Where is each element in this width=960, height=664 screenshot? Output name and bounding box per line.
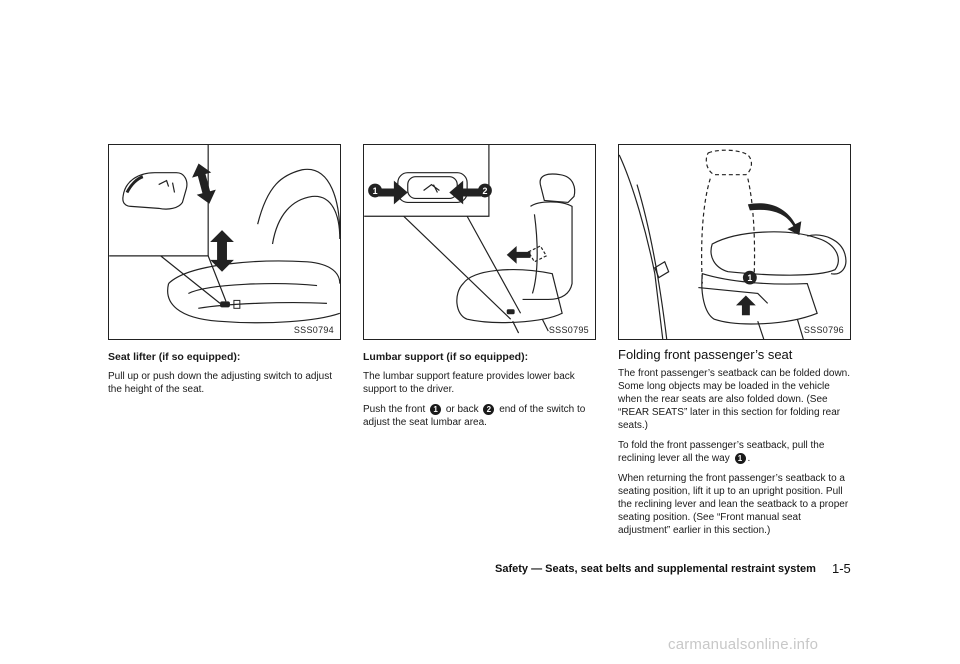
column-folding-seat: Folding front passenger’s seat The front…	[618, 347, 854, 544]
heading-seat-lifter: Seat lifter (if so equipped):	[108, 351, 241, 363]
marker-2: 2	[483, 403, 495, 415]
figure-folding-seat: 1 SSS0796	[618, 144, 851, 340]
callout-2: 2	[482, 186, 487, 196]
figure-lumbar-support: 1 2 SSS0795	[363, 144, 596, 340]
marker-1: 1	[430, 403, 442, 415]
heading-folding-seat: Folding front passenger’s seat	[618, 347, 793, 362]
paragraph-seat-lifter: Pull up or push down the adjusting switc…	[108, 371, 333, 395]
page-footer: Safety — Seats, seat belts and supplemen…	[495, 563, 816, 575]
lumbar-support-illustration: 1 2	[364, 145, 576, 334]
marker-1: 1	[734, 452, 746, 464]
figure-seat-lifter: SSS0794	[108, 144, 341, 340]
paragraph-folding-return: When returning the front passenger’s sea…	[618, 473, 849, 536]
column-seat-lifter: Seat lifter (if so equipped): Pull up or…	[108, 350, 344, 403]
paragraph-folding-intro: The front passenger’s seatback can be fo…	[618, 368, 851, 431]
callout-1: 1	[373, 186, 378, 196]
paragraph-lumbar-intro: The lumbar support feature provides lowe…	[363, 371, 575, 395]
watermark: carmanualsonline.info	[668, 636, 819, 653]
page-number: 1-5	[832, 561, 851, 576]
column-lumbar-support: Lumbar support (if so equipped): The lum…	[363, 350, 599, 436]
heading-lumbar-support: Lumbar support (if so equipped):	[363, 351, 529, 363]
callout-1: 1	[747, 273, 752, 283]
figure-code: SSS0794	[293, 325, 334, 335]
figure-code: SSS0796	[803, 325, 844, 335]
paragraph-folding-instructions: To fold the front passenger’s seatback, …	[618, 440, 825, 464]
folding-seat-illustration: 1	[619, 149, 847, 339]
figure-code: SSS0795	[548, 325, 589, 335]
seat-lifter-illustration	[109, 145, 340, 324]
paragraph-lumbar-instructions: Push the front 1 or back 2 end of the sw…	[363, 403, 586, 428]
